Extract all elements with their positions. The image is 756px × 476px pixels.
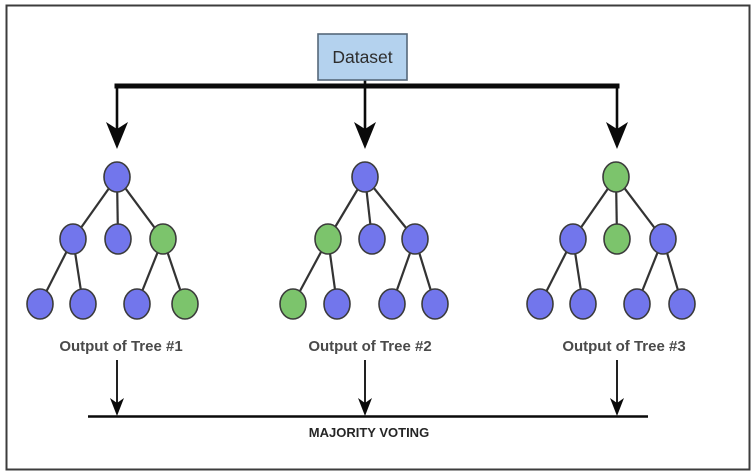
arrowhead-down-icon bbox=[610, 398, 624, 416]
arrowhead-down-icon bbox=[358, 398, 372, 416]
tree-node-green bbox=[171, 288, 199, 320]
tree-node-blue bbox=[59, 223, 87, 255]
tree-3-output-label: Output of Tree #3 bbox=[562, 338, 685, 355]
tree-3 bbox=[526, 161, 696, 320]
tree-1-output-label: Output of Tree #1 bbox=[59, 338, 182, 355]
arrowhead-down-icon bbox=[354, 122, 376, 149]
tree-node-blue bbox=[526, 288, 554, 320]
tree-node-green bbox=[149, 223, 177, 255]
tree-node-blue bbox=[104, 223, 132, 255]
output-arrows bbox=[88, 360, 648, 418]
tree-node-blue bbox=[123, 288, 151, 320]
majority-voting-label: MAJORITY VOTING bbox=[309, 425, 429, 440]
tree-node-blue bbox=[26, 288, 54, 320]
tree-node-blue bbox=[103, 161, 131, 193]
tree-node-blue bbox=[559, 223, 587, 255]
tree-node-blue bbox=[421, 288, 449, 320]
tree-node-blue bbox=[401, 223, 429, 255]
forest bbox=[26, 161, 696, 320]
tree-node-green bbox=[603, 223, 631, 255]
tree-node-blue bbox=[649, 223, 677, 255]
tree-2-output-label: Output of Tree #2 bbox=[308, 338, 431, 355]
tree-1 bbox=[26, 161, 199, 320]
dataset-box bbox=[317, 33, 408, 81]
tree-node-green bbox=[314, 223, 342, 255]
tree-node-blue bbox=[351, 161, 379, 193]
dataset-label: Dataset bbox=[332, 47, 392, 67]
tree-node-blue bbox=[668, 288, 696, 320]
outer-border bbox=[5, 4, 751, 471]
tree-2 bbox=[279, 161, 449, 320]
dataset-split-arrows bbox=[106, 80, 628, 149]
tree-node-blue bbox=[69, 288, 97, 320]
tree-node-green bbox=[602, 161, 630, 193]
arrowhead-down-icon bbox=[106, 122, 128, 149]
tree-node-blue bbox=[378, 288, 406, 320]
tree-node-blue bbox=[358, 223, 386, 255]
tree-node-blue bbox=[569, 288, 597, 320]
arrowhead-down-icon bbox=[606, 122, 628, 149]
arrowhead-down-icon bbox=[110, 398, 124, 416]
tree-node-blue bbox=[323, 288, 351, 320]
tree-node-blue bbox=[623, 288, 651, 320]
tree-node-green bbox=[279, 288, 307, 320]
